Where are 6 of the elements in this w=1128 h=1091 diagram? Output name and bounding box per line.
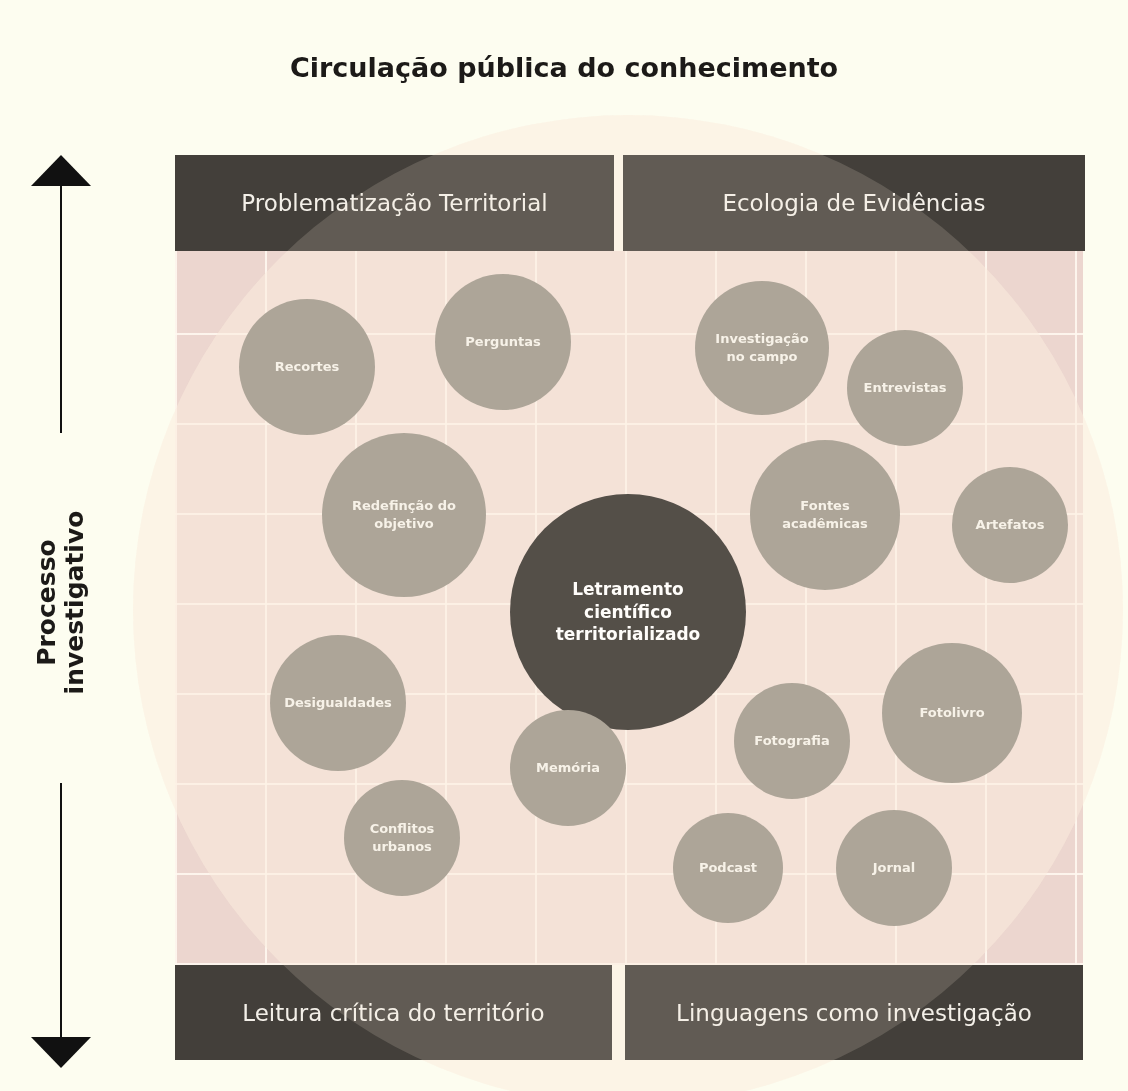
section-header: Ecologia de Evidências [623, 155, 1085, 251]
title: Circulação pública do conhecimento [288, 52, 840, 83]
section-header: Leitura crítica do território [175, 965, 612, 1060]
axis-label: Processo investigativo [32, 509, 88, 697]
section-header: Linguagens como investigação [625, 965, 1083, 1060]
section-header: Problematização Territorial [175, 155, 614, 251]
